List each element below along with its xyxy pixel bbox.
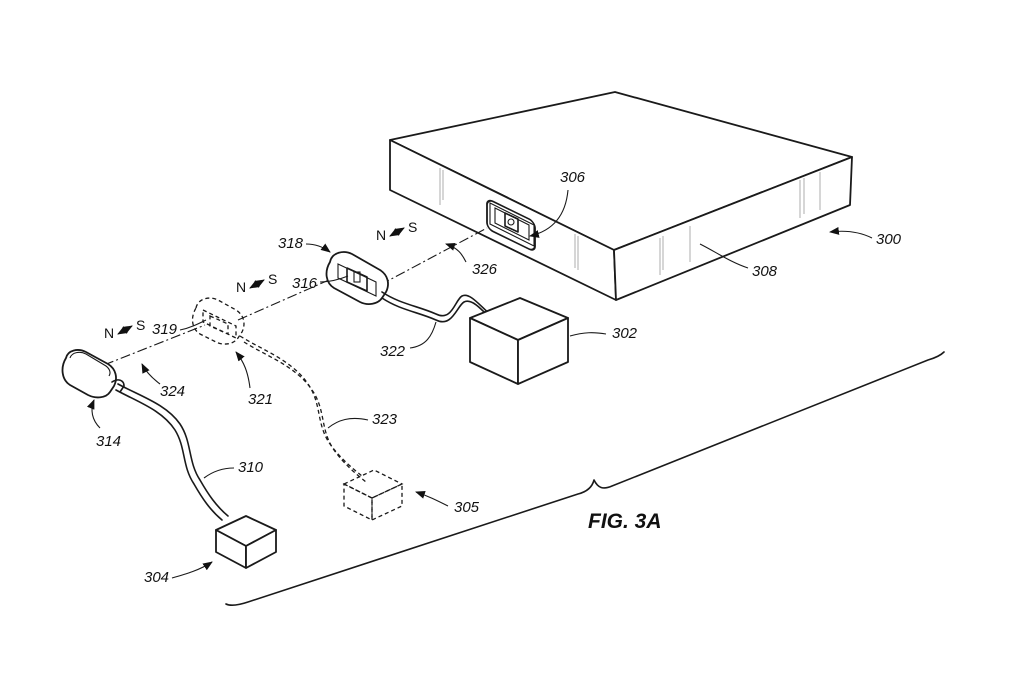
ref-label-302: 302 [612, 325, 638, 342]
alignment-axis-326 [379, 227, 488, 286]
leader-316 [319, 275, 349, 283]
leader-314 [87, 399, 101, 429]
ref-label-324: 324 [160, 383, 185, 400]
ref-label-326: 326 [472, 261, 498, 278]
leader-322 [409, 321, 437, 349]
slab-300 [389, 91, 853, 301]
cable-322 [381, 291, 493, 317]
leader-323 [327, 417, 369, 429]
slab-shading [439, 168, 821, 275]
slab-right-face [613, 156, 853, 301]
leader-304 [171, 561, 213, 579]
ref-label-323: 323 [372, 411, 398, 428]
ref-label-319: 319 [152, 321, 178, 338]
ref-label-305: 305 [454, 499, 480, 516]
device-box-304 [215, 515, 277, 569]
connector-314 [61, 349, 125, 399]
ref-label-318: 318 [278, 235, 304, 252]
leader-308 [699, 243, 749, 269]
leader-306 [529, 189, 569, 238]
pole-n-label: N [376, 227, 386, 243]
leader-300 [829, 226, 873, 239]
leader-310 [203, 467, 235, 479]
pole-s-label: S [268, 271, 277, 287]
ref-label-306: 306 [560, 169, 586, 186]
leader-302 [569, 332, 607, 337]
leader-326 [445, 243, 467, 263]
leader-318 [305, 243, 331, 253]
ref-label-300: 300 [876, 231, 902, 248]
polarity-indicator-top: N S [376, 219, 417, 243]
ref-label-314: 314 [96, 433, 121, 450]
alignment-axis-324 [103, 324, 206, 366]
device-box-305-dashed [342, 469, 404, 522]
figure-caption: FIG. 3A [588, 510, 662, 533]
ref-label-316: 316 [292, 275, 318, 292]
pole-s-label: S [136, 317, 145, 333]
leader-305 [415, 491, 449, 507]
pole-n-label: N [104, 325, 114, 341]
ref-label-322: 322 [380, 343, 406, 360]
connector-321-dashed [191, 297, 245, 345]
polarity-indicator-mid: N S [236, 271, 277, 295]
leader-324 [141, 363, 161, 385]
leader-319 [179, 319, 207, 331]
ref-label-321: 321 [248, 391, 273, 408]
ref-label-308: 308 [752, 263, 778, 280]
ref-label-304: 304 [144, 569, 169, 586]
ref-label-310: 310 [238, 459, 264, 476]
alignment-axis-upper [237, 275, 339, 321]
cable-323-b [243, 341, 367, 483]
cable-322-b [381, 297, 493, 323]
connector-318 [325, 251, 389, 305]
surface-edge-line [225, 351, 945, 607]
device-box-302 [469, 297, 569, 385]
cable-310-b [115, 389, 223, 521]
pole-s-label: S [408, 219, 417, 235]
leader-321 [235, 351, 251, 389]
cable-310 [117, 383, 229, 517]
pole-n-label: N [236, 279, 246, 295]
cable-323 [239, 335, 363, 477]
polarity-indicator-low: N S [104, 317, 145, 341]
